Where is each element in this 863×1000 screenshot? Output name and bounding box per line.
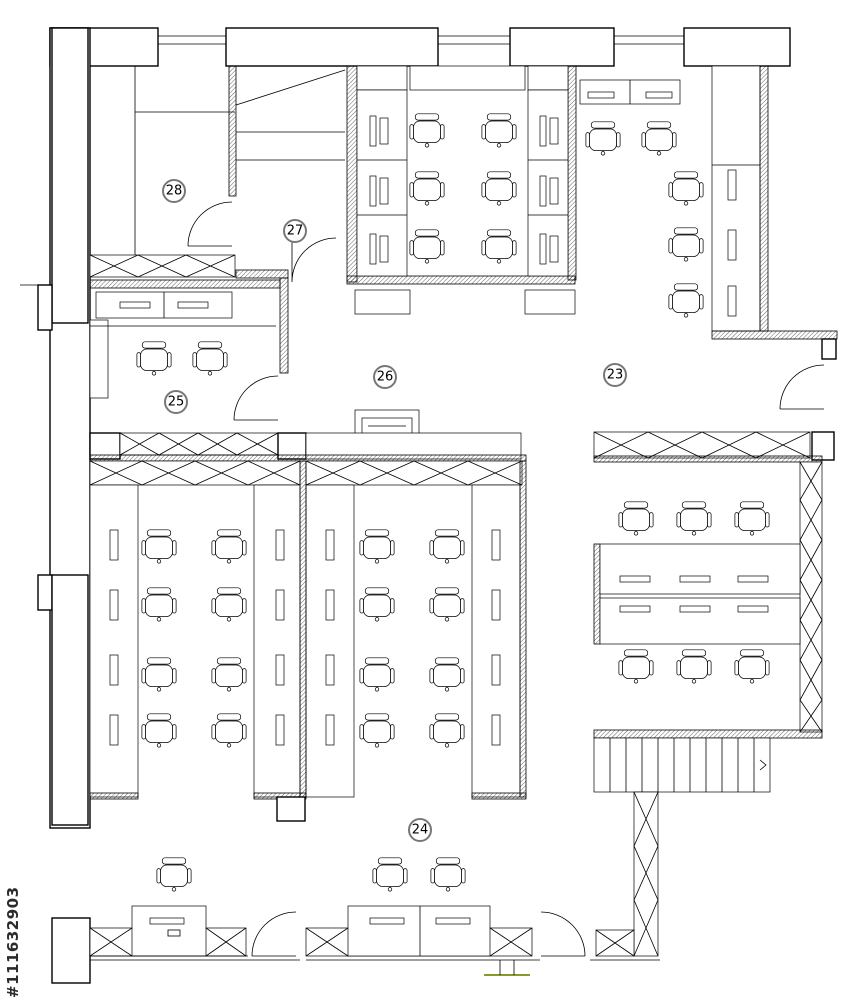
outer-walls: [20, 27, 791, 984]
room-24-reception: [89, 905, 660, 976]
room-23-office: [593, 431, 835, 793]
room-marker-25: 25: [164, 390, 188, 414]
room-label-24: 24: [412, 823, 429, 838]
room-marker-24: 24: [408, 818, 432, 842]
room-label-27: 27: [287, 224, 304, 239]
room-label-25: 25: [168, 395, 185, 410]
room-28-area: [89, 65, 237, 278]
room-label-26: 26: [377, 370, 394, 385]
bottom-right-column: [595, 791, 659, 957]
room-marker-28: 28: [162, 179, 186, 203]
main-open-office: [89, 460, 527, 822]
room-marker-26: 26: [373, 365, 397, 389]
top-right-office: [579, 65, 838, 410]
watermark-text: #111632903: [4, 886, 22, 998]
room-label-28: 28: [166, 184, 183, 199]
room-marker-23: 23: [603, 363, 627, 387]
stock-watermark-id: #111632903: [2, 770, 42, 1000]
room-label-23: 23: [607, 368, 624, 383]
main-monitors: [109, 529, 501, 746]
top-workstations: [369, 115, 559, 265]
mid-storage-strip: [89, 432, 527, 486]
room-25-area: [89, 279, 281, 421]
room-27-area: [235, 65, 346, 374]
room-marker-27: 27: [283, 219, 307, 243]
